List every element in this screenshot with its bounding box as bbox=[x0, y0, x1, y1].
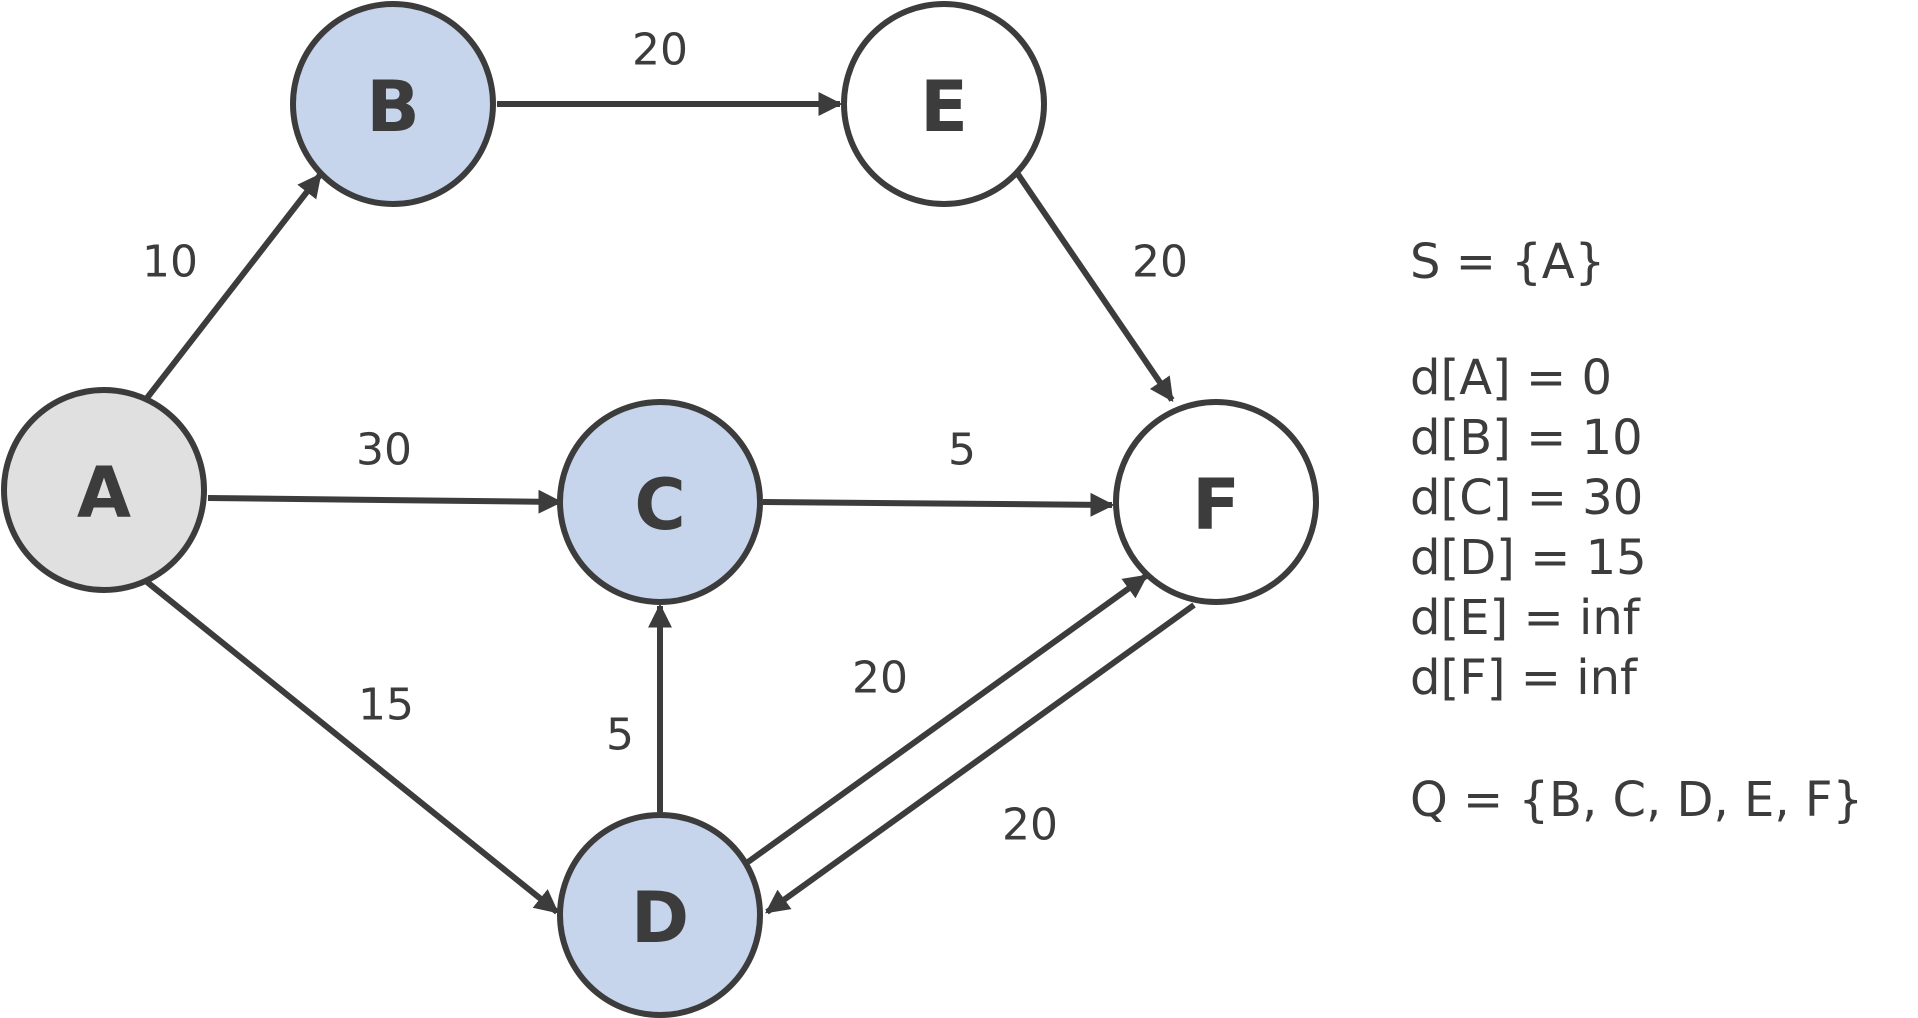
queue-text: Q = {B, C, D, E, F} bbox=[1410, 772, 1863, 828]
edge-a-b-weight: 10 bbox=[142, 237, 198, 288]
node-a-circle bbox=[1, 387, 207, 593]
node-e: E bbox=[841, 1, 1047, 207]
edge-e-f-arrow bbox=[1012, 168, 1175, 402]
node-b-label: B bbox=[366, 66, 419, 148]
visited-set-text: S = {A} bbox=[1410, 234, 1605, 290]
node-c-label: C bbox=[634, 464, 685, 546]
node-f: F bbox=[1113, 399, 1319, 605]
node-f-circle bbox=[1113, 399, 1319, 605]
edge-d-c-weight: 5 bbox=[606, 710, 634, 761]
node-f-label: F bbox=[1192, 464, 1240, 546]
edge-c-f-arrow bbox=[762, 492, 1115, 517]
node-d-label: D bbox=[631, 877, 689, 959]
distance-c-text: d[C] = 30 bbox=[1410, 470, 1643, 526]
edge-a-b-arrow bbox=[144, 173, 323, 400]
edge-f-d-weight: 20 bbox=[1002, 800, 1058, 851]
distance-e-text: d[E] = inf bbox=[1410, 590, 1641, 646]
node-b: B bbox=[290, 1, 496, 207]
node-c: C bbox=[557, 399, 763, 605]
edge-d-f-arrow bbox=[746, 573, 1148, 865]
state-panel: S = {A} d[A] = 0 d[B] = 10 d[C] = 30 d[D… bbox=[1410, 234, 1863, 828]
edge-f-d-arrow bbox=[765, 602, 1196, 915]
nodes-layer: A B C D E F bbox=[1, 1, 1319, 1018]
node-b-circle bbox=[290, 1, 496, 207]
distance-f-text: d[F] = inf bbox=[1410, 650, 1638, 706]
edge-a-c-weight: 30 bbox=[356, 425, 412, 476]
edge-d-f-weight: 20 bbox=[852, 653, 908, 704]
edge-c-f-weight: 5 bbox=[948, 425, 976, 476]
edge-weights-layer: 10 30 15 20 5 5 20 20 20 bbox=[142, 25, 1188, 851]
node-d-circle bbox=[557, 812, 763, 1018]
edge-a-c-arrow bbox=[207, 489, 563, 514]
node-c-circle bbox=[557, 399, 763, 605]
distance-d-text: d[D] = 15 bbox=[1410, 530, 1647, 586]
edge-e-f-weight: 20 bbox=[1132, 237, 1188, 288]
node-a: A bbox=[1, 387, 207, 593]
edge-a-d-weight: 15 bbox=[358, 680, 414, 731]
node-a-label: A bbox=[77, 452, 131, 534]
node-d: D bbox=[557, 812, 763, 1018]
edge-b-e-weight: 20 bbox=[632, 25, 688, 76]
edges-layer bbox=[144, 92, 1196, 915]
edge-a-d-arrow bbox=[145, 579, 559, 915]
node-e-circle bbox=[841, 1, 1047, 207]
distance-b-text: d[B] = 10 bbox=[1410, 410, 1643, 466]
node-e-label: E bbox=[920, 66, 968, 148]
distance-a-text: d[A] = 0 bbox=[1410, 350, 1612, 406]
